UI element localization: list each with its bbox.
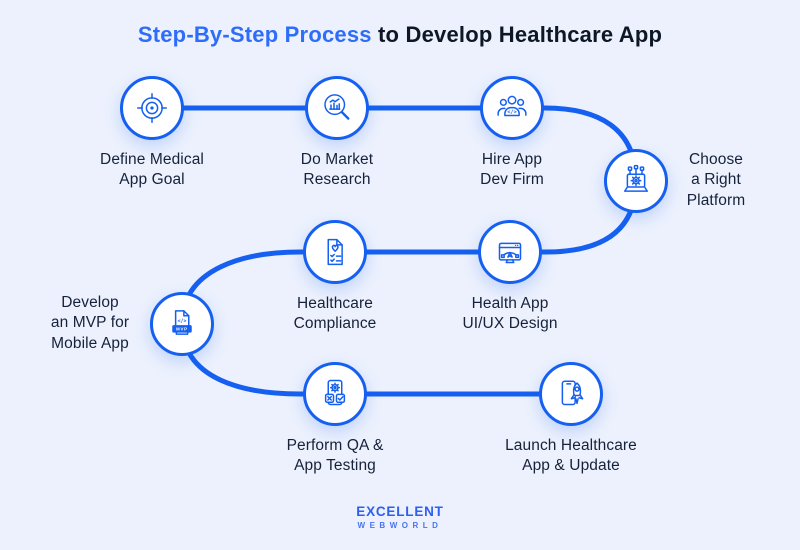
step-label: Do Market Research	[300, 151, 374, 189]
svg-text:</>: </>	[507, 109, 516, 115]
step-circle	[478, 220, 542, 284]
step-healthcare-compliance: Healthcare Compliance	[294, 220, 376, 332]
dev-team-icon: </>	[497, 95, 527, 117]
step-label: Launch Healthcare App & Update	[505, 437, 637, 475]
step-label: Define Medical App Goal	[100, 151, 204, 189]
step-perform-qa-testing: Perform QA & App Testing	[287, 362, 383, 474]
step-define-medical-app-goal: Define Medical App Goal	[100, 76, 204, 188]
uiux-design-pen-icon	[498, 242, 522, 264]
page-title: Step-By-Step Process to Develop Healthca…	[0, 22, 800, 48]
compliance-checklist-heart-icon	[327, 238, 343, 266]
brand-name-webworld: WEBWORLD	[357, 521, 443, 530]
svg-text:</>: </>	[178, 319, 187, 325]
step-label: Develop an MVP for Mobile App	[50, 294, 130, 352]
step-circle	[539, 362, 603, 426]
step-develop-mvp: </> MVP Develop an MVP for Mobile App	[51, 292, 214, 356]
step-circle	[305, 76, 369, 140]
qa-testing-phone-icon	[324, 379, 346, 406]
step-choose-platform: Choose a Right Platform	[604, 149, 745, 213]
step-circle: </> MVP	[150, 292, 214, 356]
step-hire-app-dev-firm: </> Hire App Dev Firm	[480, 76, 544, 188]
brand-logo: EXCELLENT WEBWORLD	[0, 504, 800, 530]
step-label: Hire App Dev Firm	[480, 151, 544, 189]
launch-rocket-phone-icon	[561, 380, 584, 406]
brand-name-excellent: EXCELLENT	[356, 504, 444, 519]
step-label: Perform QA & App Testing	[286, 437, 384, 475]
step-circle	[120, 76, 184, 140]
mvp-code-file-icon: </> MVP	[172, 310, 192, 335]
step-circle	[604, 149, 668, 213]
step-circle	[303, 362, 367, 426]
step-label: Choose a Right Platform	[686, 151, 746, 209]
svg-text:MVP: MVP	[176, 326, 188, 331]
market-research-magnifier-icon	[324, 94, 350, 120]
step-circle: </>	[480, 76, 544, 140]
target-goal-icon	[137, 93, 167, 123]
step-label: Health App UI/UX Design	[462, 295, 558, 333]
title-rest: to Develop Healthcare App	[371, 22, 663, 47]
step-circle	[303, 220, 367, 284]
step-label: Healthcare Compliance	[293, 295, 377, 333]
step-launch-app-update: Launch Healthcare App & Update	[505, 362, 637, 474]
title-highlight: Step-By-Step Process	[137, 22, 372, 47]
step-do-market-research: Do Market Research	[301, 76, 373, 188]
platform-laptop-gear-icon	[624, 164, 648, 192]
step-health-app-uiux-design: Health App UI/UX Design	[462, 220, 557, 332]
